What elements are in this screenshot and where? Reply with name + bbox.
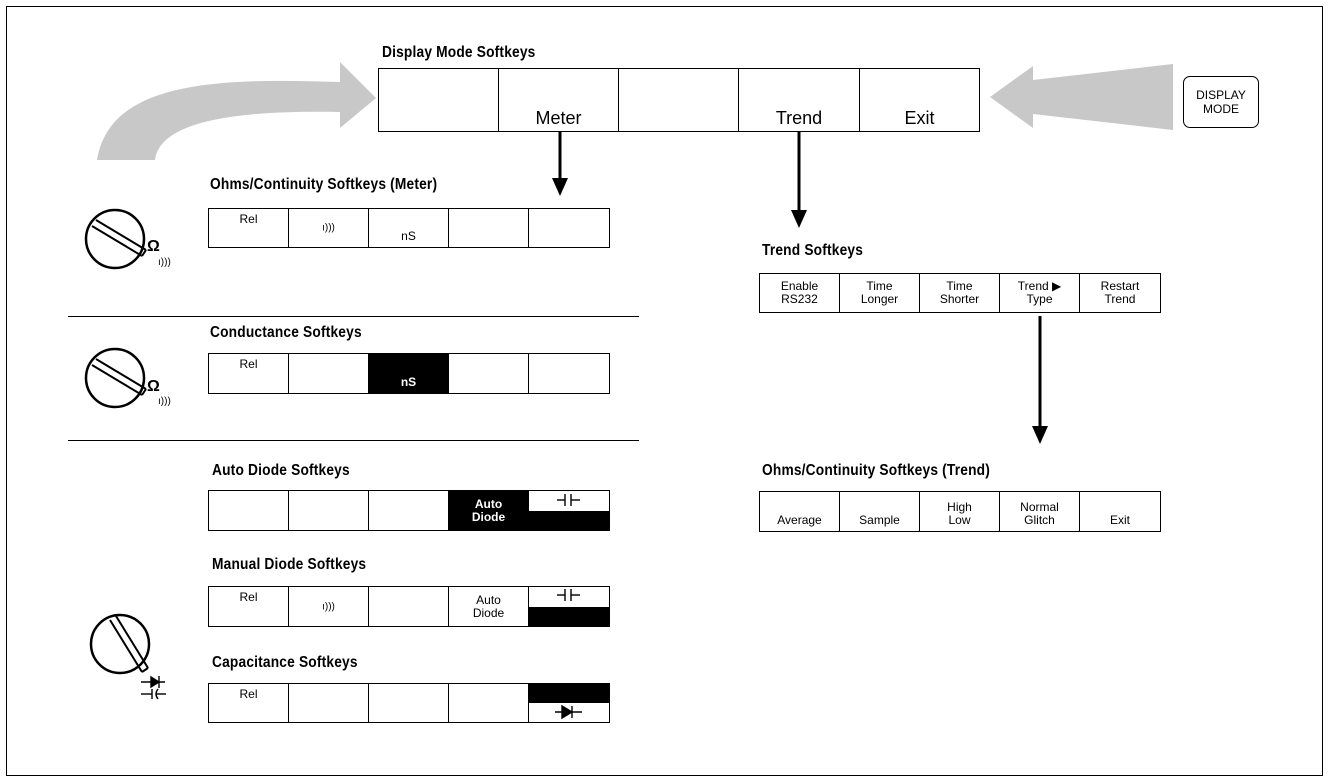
capacitor-symbol-auto	[557, 494, 580, 506]
meter-arrow-head	[552, 178, 568, 196]
capacitor-symbol-manual	[557, 589, 580, 601]
conductance-key-ns[interactable]: nS	[369, 353, 449, 394]
rotary-dial-icon-ohms	[84, 208, 147, 270]
ohms-meter-title: Ohms/Continuity Softkeys (Meter)	[210, 176, 438, 193]
display-mode-key-trend[interactable]: Trend	[739, 68, 860, 132]
conductance-title: Conductance Softkeys	[210, 324, 362, 341]
diode-capacitor-symbol	[141, 675, 166, 700]
ohms-meter-softkeys: Rel ı))) nS	[208, 208, 610, 248]
ohms-meter-key-continuity[interactable]: ı)))	[289, 208, 369, 248]
conductance-key-rel[interactable]: Rel	[208, 353, 289, 394]
auto-diode-title: Auto Diode Softkeys	[212, 462, 350, 479]
auto-diode-key-2[interactable]	[289, 490, 369, 531]
trend-type-arrow-head	[1032, 426, 1048, 444]
continuity-label-2: ı)))	[158, 396, 171, 407]
conductance-key-4[interactable]	[449, 353, 529, 394]
display-mode-softkeys: Meter Trend Exit	[378, 68, 980, 132]
auto-diode-softkeys: Auto Diode	[208, 490, 610, 531]
display-mode-key-meter[interactable]: Meter	[499, 68, 619, 132]
manual-diode-key-continuity[interactable]: ı)))	[289, 586, 369, 627]
capacitance-key-4[interactable]	[449, 683, 529, 723]
display-mode-key-1[interactable]	[378, 68, 499, 132]
divider-2	[68, 440, 639, 441]
auto-diode-key-diode-cap[interactable]	[529, 490, 610, 531]
trend-arrow-head	[791, 210, 807, 228]
ohms-meter-key-ns[interactable]: nS	[369, 208, 449, 248]
divider-1	[68, 316, 639, 317]
display-mode-key-exit[interactable]: Exit	[860, 68, 980, 132]
curved-arrow-left	[97, 62, 376, 160]
ohms-trend-key-average[interactable]: Average	[759, 491, 840, 532]
manual-diode-key-rel[interactable]: Rel	[208, 586, 289, 627]
ohms-meter-key-5[interactable]	[529, 208, 610, 248]
trend-key-trend-type[interactable]: Trend ▶Type	[1000, 273, 1080, 313]
capacitance-key-rel[interactable]: Rel	[208, 683, 289, 723]
conductance-softkeys: Rel nS	[208, 353, 610, 394]
conductance-key-2[interactable]	[289, 353, 369, 394]
ohms-meter-key-rel[interactable]: Rel	[208, 208, 289, 248]
display-mode-key-3[interactable]	[619, 68, 739, 132]
display-mode-title: Display Mode Softkeys	[382, 44, 536, 61]
rotary-dial-icon-diode	[89, 613, 151, 675]
capacitance-key-3[interactable]	[369, 683, 449, 723]
conductance-key-5[interactable]	[529, 353, 610, 394]
omega-label-2: Ω	[147, 378, 160, 395]
capacitance-key-2[interactable]	[289, 683, 369, 723]
omega-label-1: Ω	[147, 238, 160, 255]
continuity-label-1: ı)))	[158, 257, 171, 268]
auto-diode-key-auto[interactable]: Auto Diode	[449, 490, 529, 531]
trend-title: Trend Softkeys	[762, 242, 864, 259]
wedge-arrow-right	[990, 64, 1173, 130]
figure-frame	[6, 6, 1323, 776]
capacitance-title: Capacitance Softkeys	[212, 654, 358, 671]
manual-diode-softkeys: Rel ı))) Auto Diode	[208, 586, 610, 627]
display-mode-button[interactable]: DISPLAY MODE	[1183, 76, 1259, 128]
manual-diode-title: Manual Diode Softkeys	[212, 556, 367, 573]
manual-diode-key-diode-cap[interactable]	[529, 586, 610, 627]
rotary-dial-icon-conductance	[84, 347, 147, 409]
manual-diode-key-3[interactable]	[369, 586, 449, 627]
ohms-meter-key-4[interactable]	[449, 208, 529, 248]
ohms-trend-title: Ohms/Continuity Softkeys (Trend)	[762, 462, 990, 479]
ohms-trend-key-exit[interactable]: Exit	[1080, 491, 1161, 532]
auto-diode-key-1[interactable]	[208, 490, 289, 531]
capacitance-softkeys: Rel	[208, 683, 610, 723]
ohms-trend-key-sample[interactable]: Sample	[840, 491, 920, 532]
diode-symbol-capacitance	[555, 704, 582, 720]
auto-diode-key-3[interactable]	[369, 490, 449, 531]
manual-diode-key-auto[interactable]: Auto Diode	[449, 586, 529, 627]
capacitance-key-cap-diode[interactable]	[529, 683, 610, 723]
